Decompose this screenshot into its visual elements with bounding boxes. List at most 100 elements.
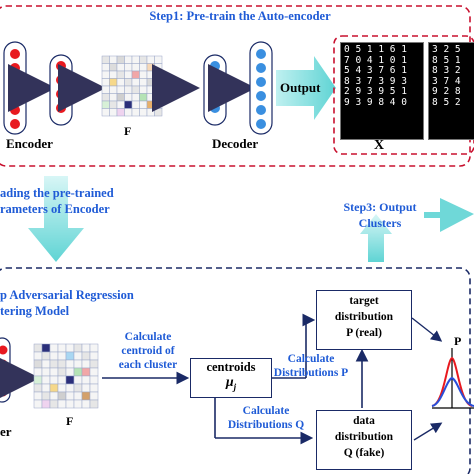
target-box-line-2: distribution [334, 311, 394, 323]
matrix-cell [73, 375, 83, 385]
encoder-label-step2: er [0, 424, 12, 439]
matrix-cell [65, 383, 75, 393]
matrix-cell [73, 399, 83, 409]
step2-frame [0, 267, 471, 474]
matrix-cell [109, 70, 118, 79]
matrix-cell [154, 78, 163, 87]
matrix-cell [81, 367, 91, 377]
matrix-cell [109, 78, 118, 87]
encoder-layer-2 [49, 54, 73, 126]
target-box-line-1: target [349, 295, 379, 307]
matrix-cell [116, 100, 125, 109]
matrix-cell [101, 55, 110, 64]
matrix-cell [139, 55, 148, 64]
plot-p-label: P [454, 334, 462, 348]
calc-centroid-line-1: Calculate [124, 331, 172, 343]
matrix-cell [89, 383, 99, 393]
matrix-cell [146, 63, 155, 72]
q-curve [431, 376, 474, 407]
matrix-cell [49, 375, 59, 385]
matrix-cell [49, 383, 59, 393]
matrix-cell [33, 367, 43, 377]
matrix-cell [33, 343, 43, 353]
matrix-cell [73, 343, 83, 353]
matrix-cell [49, 391, 59, 401]
matrix-cell [49, 351, 59, 361]
matrix-cell [49, 359, 59, 369]
matrix-cell [41, 359, 51, 369]
matrix-cell [73, 367, 83, 377]
matrix-cell [116, 63, 125, 72]
matrix-cell [81, 343, 91, 353]
matrix-cell [109, 93, 118, 102]
matrix-cell [81, 391, 91, 401]
matrix-cell [146, 93, 155, 102]
step1-title: Step1: Pre-train the Auto-encoder [149, 9, 331, 23]
matrix-cell [124, 78, 133, 87]
matrix-cell [139, 70, 148, 79]
step3-line-1: Step3: Output [343, 200, 417, 214]
matrix-cell [116, 108, 125, 117]
calc-centroid-line-2: centroid of [121, 345, 175, 357]
matrix-cell [41, 367, 51, 377]
matrix-cell [131, 55, 140, 64]
matrix-cell [154, 70, 163, 79]
matrix-cell [154, 108, 163, 117]
matrix-cell [57, 367, 67, 377]
feature-matrix-step2 [33, 343, 99, 409]
matrix-cell [131, 93, 140, 102]
matrix-cell [89, 359, 99, 369]
matrix-cell [57, 359, 67, 369]
target-box-line-3: P (real) [346, 327, 382, 339]
matrix-cell [139, 93, 148, 102]
matrix-cell [81, 399, 91, 409]
matrix-cell [139, 85, 148, 94]
matrix-cell [131, 100, 140, 109]
matrix-cell [57, 399, 67, 409]
matrix-cell [57, 343, 67, 353]
matrix-cell [89, 351, 99, 361]
matrix-cell [139, 100, 148, 109]
matrix-cell [89, 399, 99, 409]
matrix-cell [124, 70, 133, 79]
matrix-cell [57, 391, 67, 401]
matrix-cell [101, 70, 110, 79]
step3-line-2: Clusters [358, 216, 402, 230]
matrix-cell [33, 375, 43, 385]
calc-p-line-1: Calculate [287, 353, 335, 365]
matrix-cell [154, 63, 163, 72]
matrix-cell [116, 85, 125, 94]
distribution-plot [431, 348, 474, 409]
matrix-cell [101, 100, 110, 109]
matrix-cell [109, 108, 118, 117]
calc-p-line-2: Distributions P [273, 367, 349, 379]
matrix-cell [124, 93, 133, 102]
matrix-cell [154, 55, 163, 64]
matrix-cell [139, 63, 148, 72]
target-distribution-box: target distribution P (real) [316, 290, 412, 350]
data-distribution-box: data distribution Q (fake) [316, 410, 412, 470]
reconstruction-panel-2: 3 2 5 8 5 1 8 3 2 3 7 4 9 2 8 8 5 2 [428, 42, 474, 140]
matrix-cell [73, 359, 83, 369]
matrix-cell [33, 351, 43, 361]
calc-centroid-text: Calculate centroid of each cluster [106, 330, 190, 372]
decoder-layer-1 [203, 54, 227, 126]
matrix-cell [139, 78, 148, 87]
matrix-cell [65, 351, 75, 361]
step2-line-2: tering Model [0, 304, 70, 318]
matrix-cell [131, 85, 140, 94]
feature-label-step2: F [66, 414, 74, 428]
matrix-cell [131, 70, 140, 79]
calc-q-text: Calculate Distributions Q [218, 404, 314, 432]
transfer-line-1: ading the pre-trained [0, 186, 114, 200]
matrix-cell [101, 85, 110, 94]
matrix-cell [65, 391, 75, 401]
matrix-cell [116, 70, 125, 79]
matrix-cell [49, 399, 59, 409]
matrix-cell [41, 351, 51, 361]
reconstruction-label: X̃ [374, 138, 385, 153]
matrix-cell [89, 367, 99, 377]
matrix-cell [154, 85, 163, 94]
matrix-cell [41, 383, 51, 393]
